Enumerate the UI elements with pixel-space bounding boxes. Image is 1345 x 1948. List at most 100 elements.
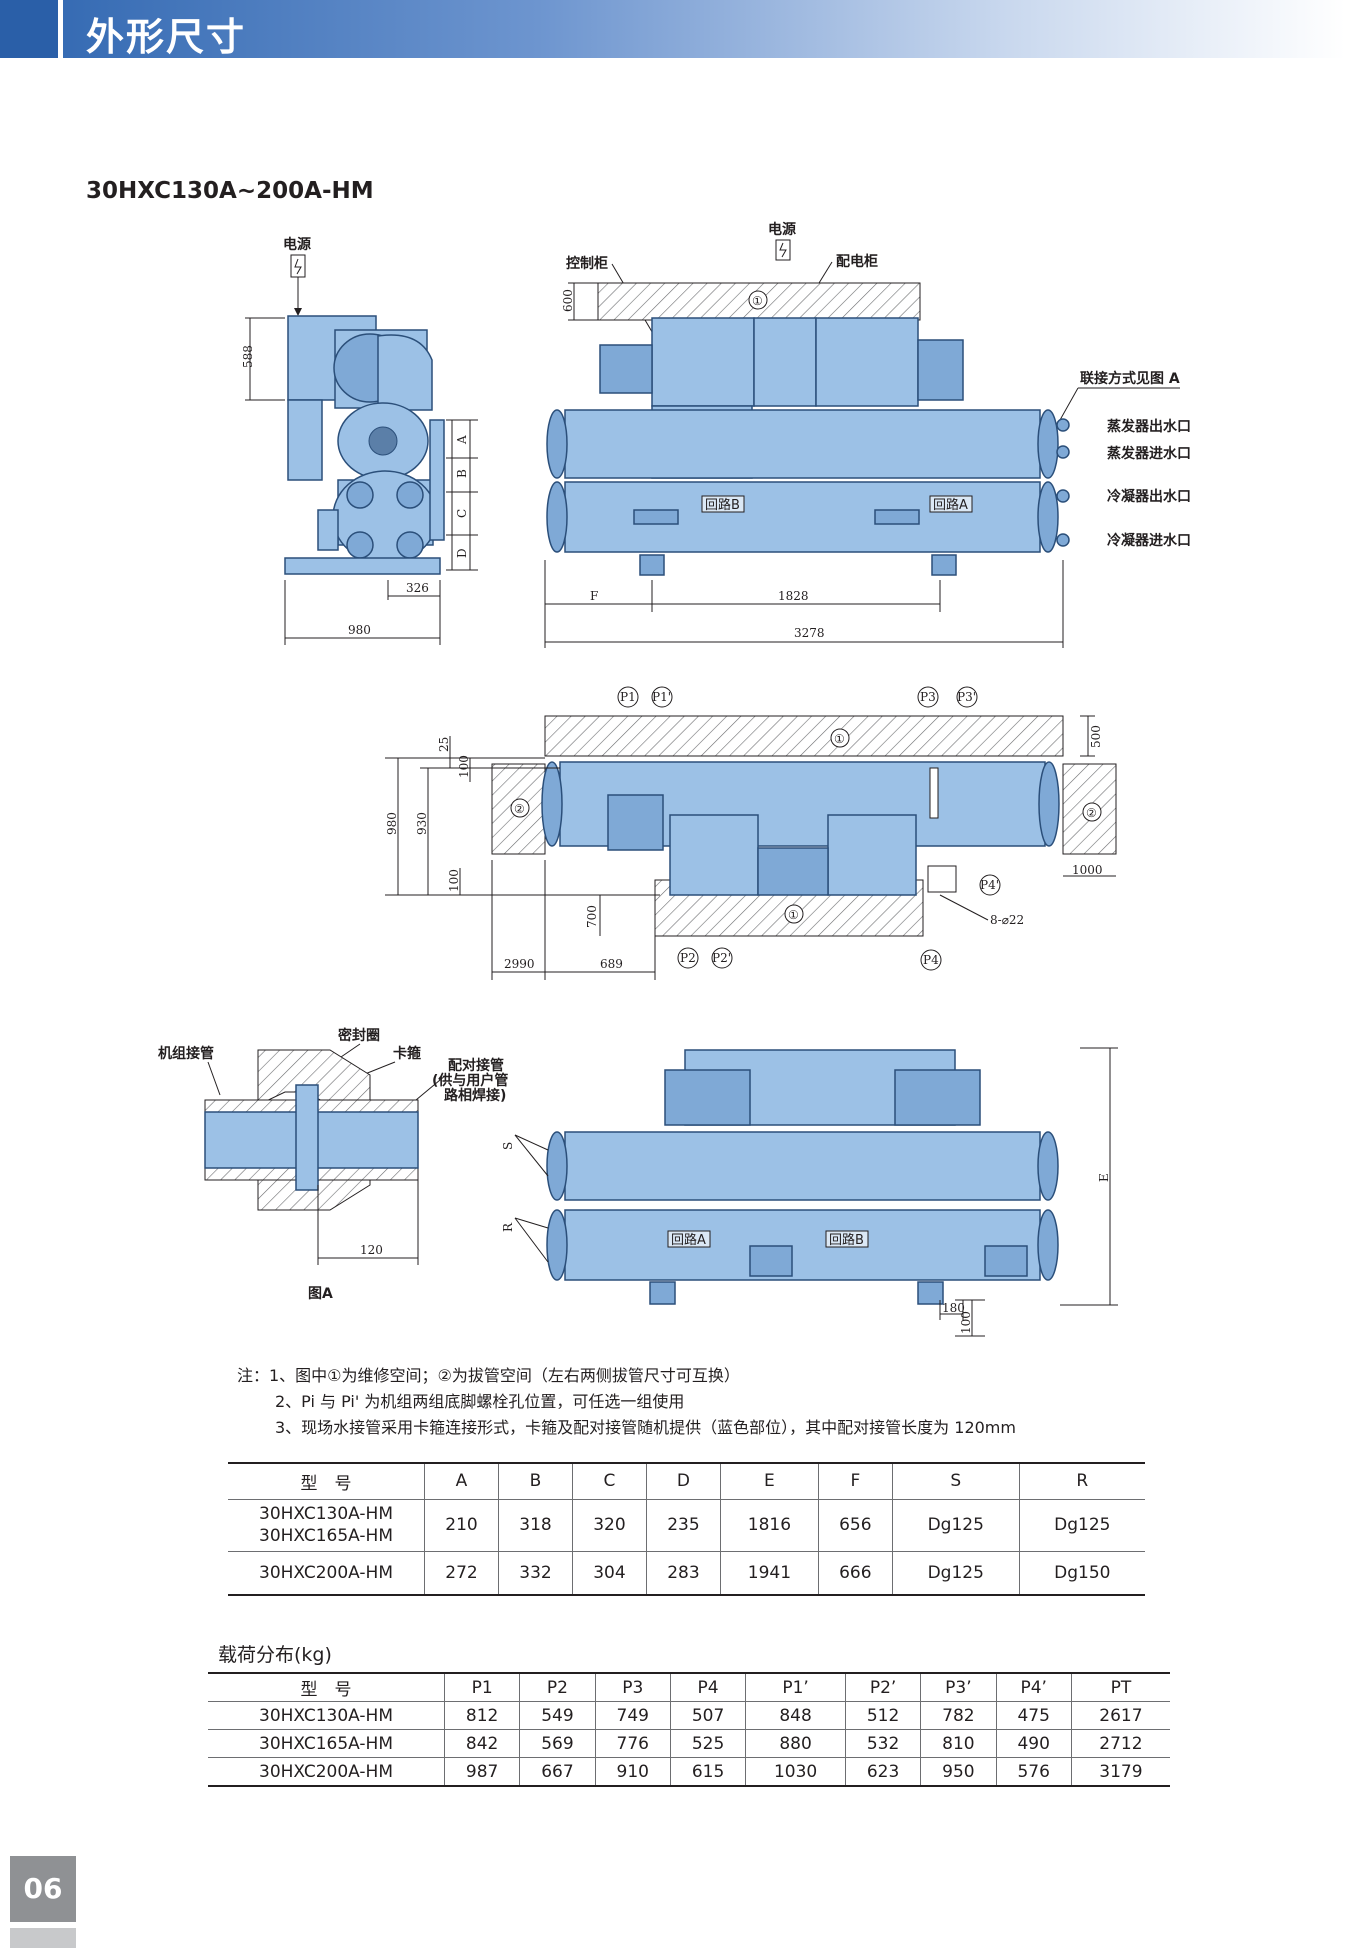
model-name: 30HXC130A-HM	[259, 1504, 393, 1524]
dim-letter-b: B	[455, 469, 469, 478]
rear-view: 回路A 回路B S R E 180 100	[501, 1047, 1118, 1337]
table-cell: Dg125	[1018, 1499, 1145, 1551]
table-cell: 880	[745, 1729, 846, 1758]
dim-25: 25	[437, 737, 451, 752]
dim-100-bottom: 100	[447, 869, 461, 892]
table-cell: 507	[669, 1701, 746, 1730]
col-header-c: C	[571, 1463, 647, 1499]
table-cell: 512	[844, 1701, 921, 1730]
table-cell: 320	[571, 1499, 647, 1551]
note-1: 注：1、图中①为维修空间；②为拔管空间（左右两侧拔管尺寸可互换）	[237, 1366, 740, 1385]
maintenance-zone-top	[597, 282, 921, 321]
label-seal-ring: 密封圈	[337, 1027, 380, 1044]
col-header-p1-prime: P1’	[745, 1673, 846, 1702]
rear-lower-shell	[564, 1209, 1041, 1281]
table-cell: 2617	[1070, 1701, 1170, 1730]
power-symbol-icon	[290, 254, 306, 278]
table-cell: 549	[519, 1701, 596, 1730]
label-r: R	[501, 1222, 515, 1232]
table-row: 30HXC200A-HM 272 332 304 283 1941 666 Dg…	[228, 1551, 1145, 1595]
table-cell: 812	[443, 1701, 520, 1730]
table-cell: 318	[497, 1499, 573, 1551]
label-circuit-a-front: 回路A	[933, 497, 968, 513]
lightning-icon	[294, 258, 302, 275]
dim-930: 930	[415, 812, 429, 835]
col-header-a: A	[424, 1463, 499, 1499]
note-3: 3、现场水接管采用卡箍连接形式，卡箍及配对接管随机提供（蓝色部位），其中配对接管…	[275, 1418, 1016, 1437]
table-cell: 910	[594, 1757, 671, 1786]
table-cell: Dg125	[891, 1551, 1020, 1595]
label-mating-pipe-2: (供与用户管	[432, 1072, 508, 1089]
dim-letter-c: C	[455, 509, 469, 518]
table-cell: Dg150	[1018, 1551, 1145, 1595]
col-header-p4-prime: P4’	[995, 1673, 1072, 1702]
table-cell: 272	[424, 1551, 499, 1595]
point-p3-prime: P3'	[957, 690, 976, 704]
label-circuit-b-front: 回路B	[705, 497, 740, 513]
col-header-p4: P4	[669, 1673, 746, 1702]
dim-letter-d: D	[455, 548, 469, 558]
point-p3: P3	[920, 690, 936, 704]
table-row: 30HXC130A-HM 812 549 749 507 848 512 782…	[208, 1701, 1170, 1730]
table-cell: 525	[669, 1729, 746, 1758]
table-cell: Dg125	[891, 1499, 1020, 1551]
table-row: 30HXC165A-HM 842 569 776 525 880 532 810…	[208, 1729, 1170, 1758]
dim-letter-a: A	[455, 435, 469, 445]
model-title: 30HXC130A~200A-HM	[86, 178, 374, 204]
col-header-s: S	[891, 1463, 1020, 1499]
header-divider	[58, 0, 63, 58]
detail-a-view: 机组接管 密封圈 卡箍 配对接管 (供与用户管 路相焊接) 120 图A	[158, 1027, 508, 1302]
page-title: 外形尺寸	[86, 15, 247, 59]
table-cell: 776	[594, 1729, 671, 1758]
point-p1: P1	[620, 690, 636, 704]
point-p1-prime: P1'	[652, 690, 671, 704]
model-cell: 30HXC200A-HM	[228, 1551, 425, 1595]
model-name: 30HXC200A-HM	[259, 1761, 393, 1782]
table-row: 30HXC200A-HM 987 667 910 615 1030 623 95…	[208, 1757, 1170, 1786]
zone1-marker-top: ①	[752, 294, 763, 308]
table-cell: 749	[594, 1701, 671, 1730]
header-accent-block	[0, 0, 58, 58]
col-header-p3: P3	[594, 1673, 671, 1702]
label-mating-pipe-3: 路相焊接)	[444, 1087, 506, 1104]
dim-100-rear: 100	[959, 1311, 973, 1334]
load-table-header: 型 号 P1 P2 P3 P4 P1’ P2’ P3’ P4’ PT	[208, 1673, 1170, 1702]
dim-980: 980	[348, 623, 371, 637]
table-cell: 810	[920, 1729, 997, 1758]
zone1-marker-plan-top: ①	[834, 732, 845, 746]
col-header-r: R	[1018, 1463, 1145, 1499]
model-name: 30HXC165A-HM	[259, 1733, 393, 1754]
side-view: 电源 588 A B C D	[241, 236, 478, 645]
label-cond-inlet: 冷凝器进水口	[1107, 532, 1191, 549]
page-header: 外形尺寸	[0, 0, 1345, 59]
technical-drawing: .u { fill: #9cc1e6; stroke: #2b4f7a; str…	[158, 221, 1191, 1337]
point-p4: P4	[923, 953, 939, 967]
dimension-table-header: 型 号 A B C D E F S R	[228, 1463, 1145, 1499]
label-power-front: 电源	[768, 221, 796, 238]
table-cell: 283	[645, 1551, 721, 1595]
table-cell: 3179	[1070, 1757, 1170, 1786]
label-unit-pipe: 机组接管	[158, 1045, 214, 1062]
table-cell: 666	[817, 1551, 893, 1595]
plan-view: ① ① ② ② P1 P1' P3 P3' P2 P2' P4 P4'	[385, 686, 1117, 980]
table-cell: 304	[571, 1551, 647, 1595]
col-header-d: D	[645, 1463, 721, 1499]
label-cond-outlet: 冷凝器出水口	[1107, 488, 1191, 505]
dim-letter-f: F	[590, 589, 598, 603]
table-cell: 623	[844, 1757, 921, 1786]
table-cell: 656	[817, 1499, 893, 1551]
dim-980-plan: 980	[385, 812, 399, 835]
load-table-title: 载荷分布(kg)	[218, 1644, 332, 1666]
dim-500: 500	[1089, 725, 1103, 748]
col-header-b: B	[497, 1463, 573, 1499]
table-cell: 210	[424, 1499, 499, 1551]
label-s: S	[501, 1142, 515, 1150]
table-cell: 1816	[719, 1499, 819, 1551]
dim-1828: 1828	[778, 589, 809, 603]
dim-1000: 1000	[1072, 863, 1103, 877]
point-p2-prime: P2'	[712, 951, 731, 965]
label-control-cabinet: 控制柜	[566, 255, 608, 272]
dim-100-top: 100	[457, 755, 471, 778]
